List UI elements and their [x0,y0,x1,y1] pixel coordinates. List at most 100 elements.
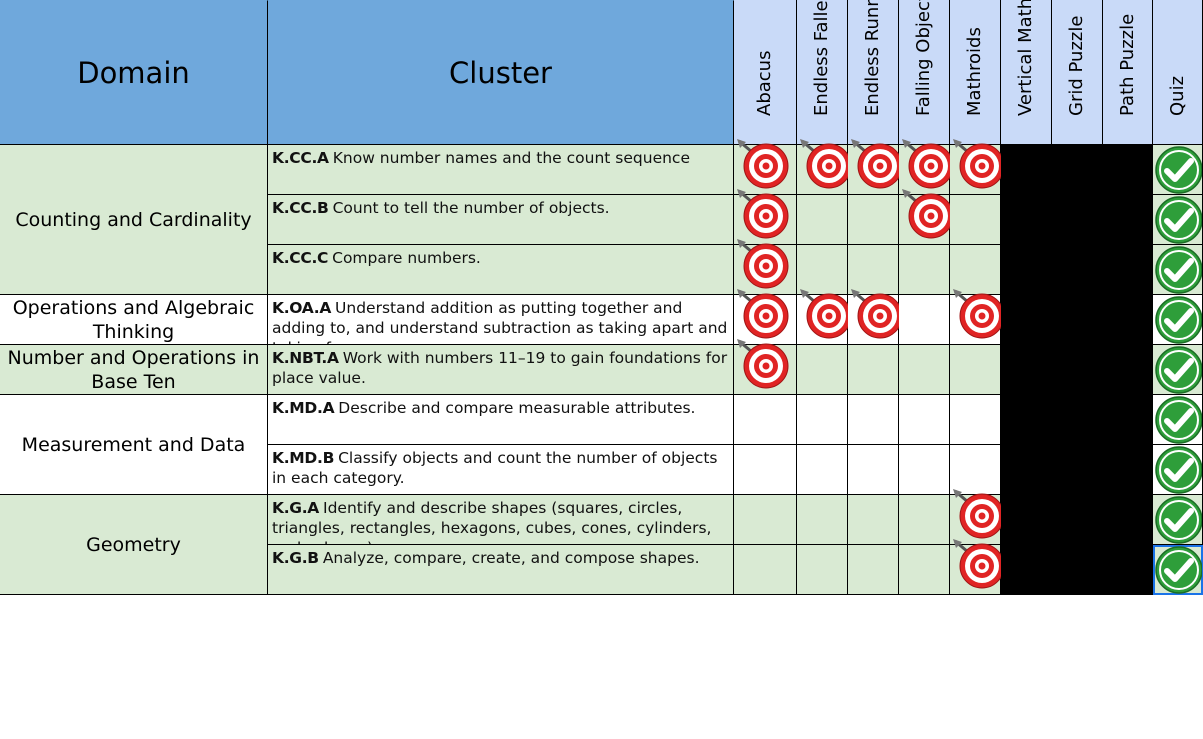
game-cell[interactable] [899,189,954,245]
game-cell[interactable] [1103,395,1153,445]
game-cell[interactable] [899,395,950,445]
game-cell[interactable] [734,289,797,345]
game-cell[interactable] [950,345,1001,395]
game-cell[interactable] [1103,345,1153,395]
header-mathroids[interactable]: Mathroids [950,0,1001,145]
game-cell[interactable] [1001,145,1052,195]
game-cell[interactable] [899,245,950,295]
game-cell[interactable] [950,139,1005,195]
game-cell[interactable] [848,345,899,395]
game-cell[interactable] [1153,145,1203,195]
game-cell[interactable] [734,239,797,295]
game-cell[interactable] [950,195,1001,245]
game-cell[interactable] [797,345,848,395]
game-cell[interactable] [1153,545,1203,595]
game-cell[interactable] [950,245,1001,295]
game-cell[interactable] [1153,195,1203,245]
game-cell[interactable] [1001,195,1052,245]
game-cell[interactable] [734,445,797,495]
game-cell[interactable] [734,189,797,245]
game-cell[interactable] [950,445,1001,495]
domain-cell[interactable]: Number and Operations in Base Ten [0,345,268,395]
domain-cell[interactable]: Counting and Cardinality [0,145,268,295]
game-cell[interactable] [797,495,848,545]
header-abacus[interactable]: Abacus [734,0,797,145]
game-cell[interactable] [797,545,848,595]
game-cell[interactable] [1052,395,1103,445]
game-cell[interactable] [734,495,797,545]
game-cell[interactable] [1153,495,1203,545]
game-cell[interactable] [1103,495,1153,545]
game-cell[interactable] [1001,445,1052,495]
game-cell[interactable] [1103,445,1153,495]
game-cell[interactable] [1153,345,1203,395]
game-cell[interactable] [797,245,848,295]
game-cell[interactable] [1052,345,1103,395]
game-cell[interactable] [1001,395,1052,445]
header-domain[interactable]: Domain [0,0,268,145]
game-cell[interactable] [848,139,903,195]
header-vertical-math[interactable]: Vertical Math [1001,0,1052,145]
header-endless-faller[interactable]: Endless Faller [797,0,848,145]
game-cell[interactable] [1103,195,1153,245]
game-cell[interactable] [899,545,950,595]
game-cell[interactable] [1052,495,1103,545]
game-cell[interactable] [797,139,852,195]
game-cell[interactable] [734,339,797,395]
game-cell[interactable] [899,445,950,495]
game-cell[interactable] [1052,145,1103,195]
game-cell[interactable] [1103,145,1153,195]
game-cell[interactable] [1052,245,1103,295]
game-cell[interactable] [797,289,852,345]
game-cell[interactable] [1103,245,1153,295]
game-cell[interactable] [797,195,848,245]
game-cell[interactable] [1001,495,1052,545]
header-path-puzzle[interactable]: Path Puzzle [1103,0,1153,145]
game-cell[interactable] [950,489,1005,545]
game-cell[interactable] [1153,245,1203,295]
domain-cell[interactable]: Operations and Algebraic Thinking [0,295,268,345]
game-cell[interactable] [848,445,899,495]
game-cell[interactable] [1052,295,1103,345]
game-cell[interactable] [797,395,848,445]
header-cluster[interactable]: Cluster [268,0,734,145]
game-cell[interactable] [734,139,797,195]
game-cell[interactable] [1001,345,1052,395]
domain-cell[interactable]: Geometry [0,495,268,595]
game-cell[interactable] [950,289,1005,345]
header-quiz[interactable]: Quiz [1153,0,1203,145]
game-cell[interactable] [1153,445,1203,495]
game-cell[interactable] [734,545,797,595]
game-cell[interactable] [1001,295,1052,345]
game-cell[interactable] [1052,195,1103,245]
game-cell[interactable] [899,139,954,195]
game-cell[interactable] [848,289,903,345]
header-endless-runner[interactable]: Endless Runner [848,0,899,145]
header-grid-puzzle[interactable]: Grid Puzzle [1052,0,1103,145]
game-cell[interactable] [1001,545,1052,595]
domain-cell[interactable]: Measurement and Data [0,395,268,495]
game-cell[interactable] [899,295,950,345]
game-cell[interactable] [848,545,899,595]
game-cell[interactable] [1103,545,1153,595]
game-cell[interactable] [1052,445,1103,495]
game-cell[interactable] [797,445,848,495]
game-cell[interactable] [1153,295,1203,345]
game-cell[interactable] [848,245,899,295]
game-cell[interactable] [848,495,899,545]
game-cell[interactable] [950,395,1001,445]
game-cell[interactable] [1153,395,1203,445]
game-cell[interactable] [734,395,797,445]
header-falling-objects[interactable]: Falling Objects [899,0,950,145]
game-cell[interactable] [1052,545,1103,595]
game-cell[interactable] [899,495,950,545]
game-cell[interactable] [848,395,899,445]
game-cell[interactable] [899,345,950,395]
